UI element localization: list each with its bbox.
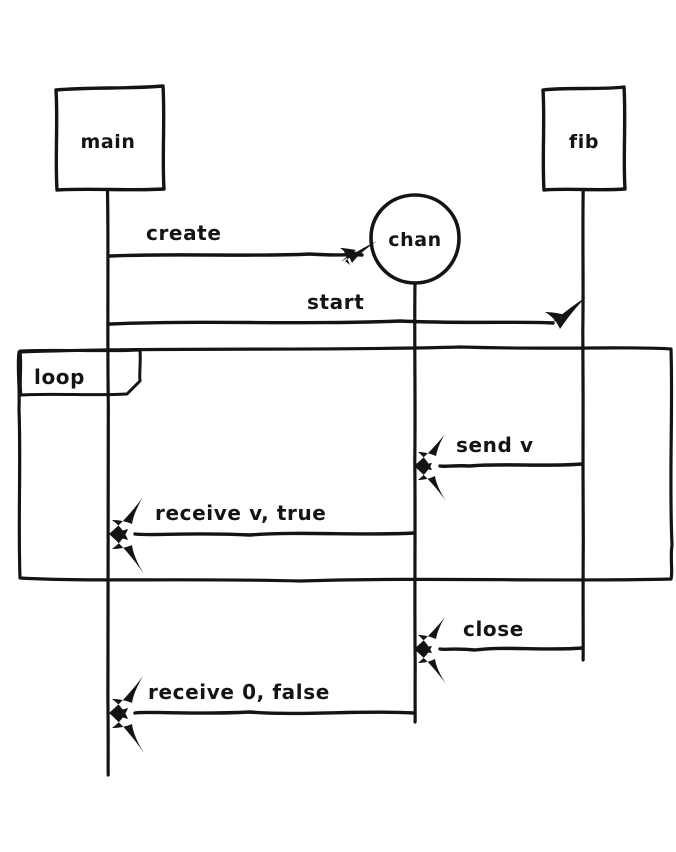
message-label-start: start [307,290,364,314]
message-arrow-close[interactable] [414,617,584,684]
participant-label-main: main [80,131,135,153]
message-label-receive-0-false: receive 0, false [148,680,330,704]
lifeline-main [105,188,110,777]
fragment-loop-label-tab [18,348,142,397]
message-arrow-receive-v-true[interactable] [109,497,416,574]
message-arrow-start[interactable] [108,297,586,329]
message-arrow-send-v[interactable] [414,434,584,501]
message-arrow-create[interactable] [108,240,377,265]
participant-label-fib: fib [569,131,599,153]
participant-box-main[interactable] [54,84,166,192]
message-arrow-receive-0-false[interactable] [109,676,416,753]
node-label-chan: chan [388,229,442,251]
message-label-close: close [463,617,524,641]
node-circle-chan[interactable] [369,193,461,285]
message-label-create: create [146,221,222,245]
message-label-send-v: send v [456,433,534,457]
participant-box-fib[interactable] [541,85,627,192]
fragment-loop-box[interactable] [16,345,674,583]
message-label-receive-v-true: receive v, true [155,501,326,525]
lifeline-fib [581,188,585,662]
fragment-label-loop: loop [34,365,85,389]
